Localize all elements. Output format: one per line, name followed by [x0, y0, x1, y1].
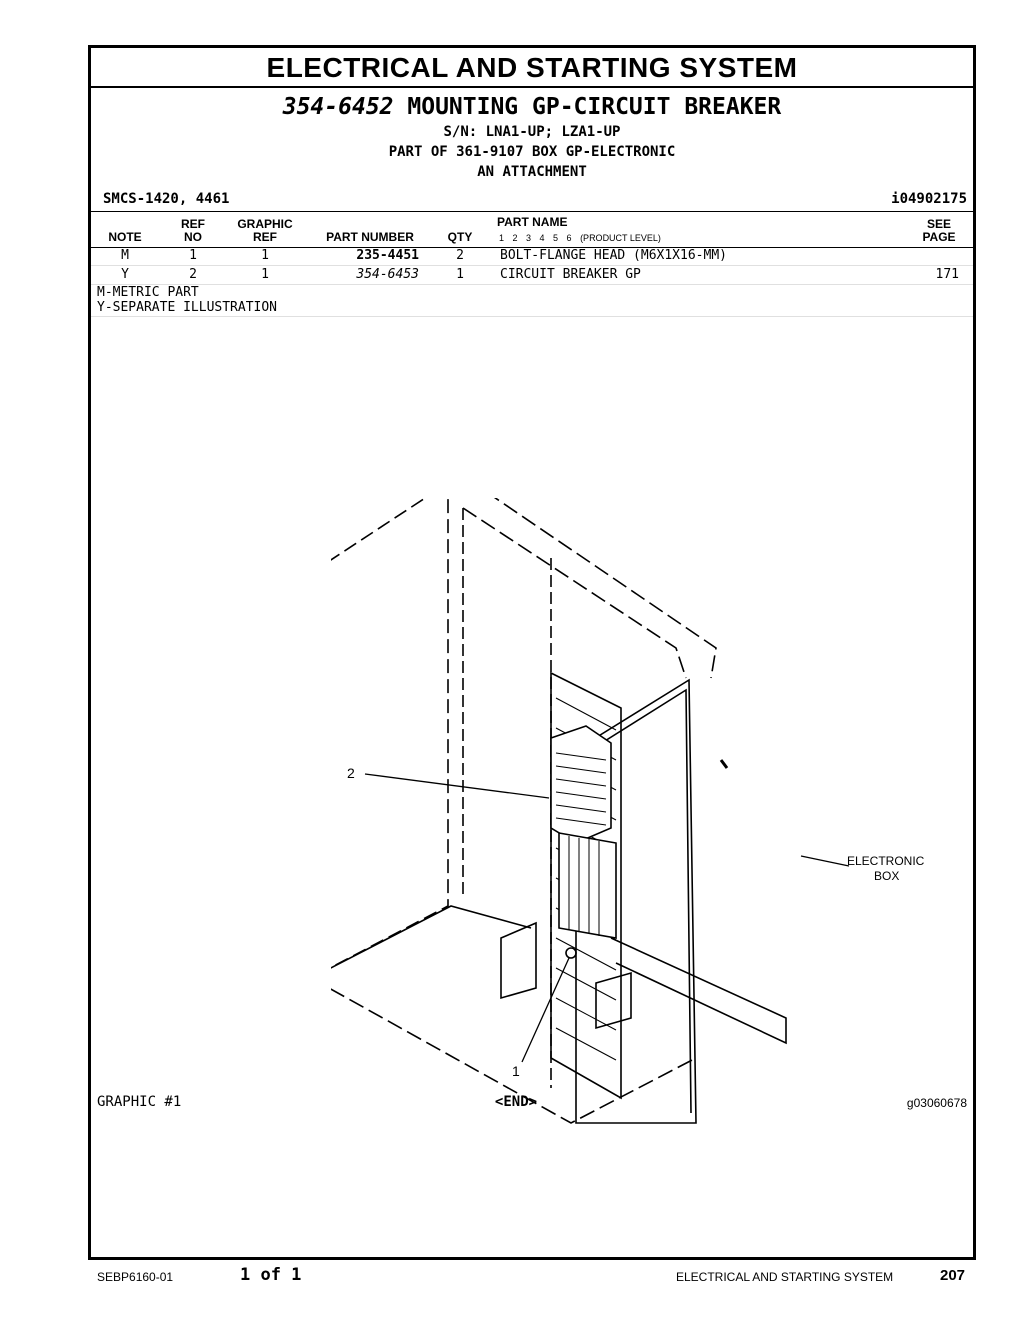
col-header-graphic-ref-line1: GRAPHIC — [237, 217, 293, 231]
group-name: MOUNTING GP-CIRCUIT BREAKER — [407, 94, 782, 120]
cell-graphic-ref: 1 — [261, 248, 269, 263]
col-header-see-page: SEE PAGE — [909, 218, 969, 244]
col-header-graphic-ref: GRAPHIC REF — [223, 218, 307, 244]
box-left-panel — [331, 498, 449, 969]
column-header-divider — [91, 247, 973, 248]
col-header-note: NOTE — [108, 230, 142, 244]
footer-page-number: 207 — [940, 1267, 966, 1284]
notes-divider — [91, 316, 973, 317]
electronic-box-label-line1: ELECTRONIC — [847, 854, 925, 868]
cross-rail — [610, 937, 787, 1045]
serial-numbers: S/N: LNA1-UP; LZA1-UP — [443, 124, 621, 140]
box-back-inner-edge — [462, 507, 687, 679]
section-title: ELECTRICAL AND STARTING SYSTEM — [266, 52, 798, 83]
part-of-line: PART OF 361-9107 BOX GP-ELECTRONIC — [388, 144, 676, 160]
table-row: Y 2 1 354-6453 1 CIRCUIT BREAKER GP 171 — [91, 266, 973, 285]
box-right-door — [575, 678, 697, 1124]
box-top-edge — [493, 498, 717, 679]
circuit-breaker-block — [550, 725, 612, 844]
footer-section-name: ELECTRICAL AND STARTING SYSTEM — [676, 1270, 894, 1284]
graphic-number: g03060678 — [906, 1096, 967, 1110]
col-header-qty: QTY — [447, 230, 473, 244]
cell-ref-no: 2 — [189, 267, 197, 282]
door-inner-edge — [580, 688, 692, 1114]
cell-qty: 1 — [456, 267, 464, 282]
leader-line-1 — [521, 957, 570, 1063]
leader-line-box — [800, 855, 850, 867]
footer-doc-number: SEBP6160-01 — [97, 1270, 174, 1284]
group-number: 354-6452 — [282, 94, 394, 120]
cell-ref-no: 1 — [189, 248, 197, 263]
cell-note: Y — [121, 267, 129, 282]
door-slot — [719, 759, 729, 769]
title-bar: ELECTRICAL AND STARTING SYSTEM — [91, 48, 973, 88]
col-header-ref-no-line2: NO — [184, 230, 202, 244]
smcs-code: SMCS-1420, 4461 — [103, 191, 230, 207]
footer-page-of: 1 of 1 — [240, 1265, 302, 1285]
page-frame: ELECTRICAL AND STARTING SYSTEM 354-6452 … — [88, 45, 976, 1260]
col-header-see-page-line2: PAGE — [922, 230, 956, 244]
cell-part-number-link[interactable]: 354-6453 — [356, 267, 419, 282]
note-separate-illustration: Y-SEPARATE ILLUSTRATION — [97, 300, 278, 315]
box-floor-front — [331, 905, 532, 969]
group-title: 354-6452 MOUNTING GP-CIRCUIT BREAKER — [91, 94, 973, 120]
end-marker: <END> — [494, 1094, 538, 1110]
box-floor — [331, 988, 697, 1124]
col-header-levels: 1 2 3 4 5 6 (PRODUCT LEVEL) — [499, 233, 661, 243]
col-header-part-number: PART NUMBER — [326, 230, 414, 244]
cell-part-number: 235-4451 — [356, 248, 419, 263]
cell-graphic-ref: 1 — [261, 267, 269, 282]
illustration-id: i04902175 — [891, 191, 967, 207]
col-header-graphic-ref-line2: REF — [253, 230, 277, 244]
bracket-left — [500, 921, 537, 1000]
cell-part-name: BOLT-FLANGE HEAD (M6X1X16-MM) — [500, 248, 727, 263]
din-rail — [550, 671, 622, 1100]
col-header-ref-no-line1: REF — [181, 217, 205, 231]
table-row: M 1 1 235-4451 2 BOLT-FLANGE HEAD (M6X1X… — [91, 247, 973, 266]
notes-block: M-METRIC PART Y-SEPARATE ILLUSTRATION — [97, 285, 967, 315]
bolt — [565, 947, 577, 959]
col-header-see-page-line1: SEE — [926, 217, 951, 231]
cell-note: M — [121, 248, 129, 263]
callout-2: 2 — [347, 765, 355, 781]
exploded-view-illustration: 2 1 ELECTRONIC BOX — [331, 498, 925, 1124]
leader-line-2 — [364, 773, 550, 799]
product-level-label: (PRODUCT LEVEL) — [580, 233, 661, 243]
electronic-box-label-line2: BOX — [874, 869, 899, 883]
callout-1: 1 — [512, 1063, 520, 1079]
graphic-label: GRAPHIC #1 — [97, 1094, 182, 1110]
cell-qty: 2 — [456, 248, 464, 263]
note-metric: M-METRIC PART — [97, 285, 199, 300]
cell-part-name: CIRCUIT BREAKER GP — [500, 267, 641, 282]
bracket-right — [595, 971, 632, 1030]
col-header-ref-no: REF NO — [165, 218, 221, 244]
level-numbers: 1 2 3 4 5 6 — [499, 233, 572, 243]
attachment-line: AN ATTACHMENT — [477, 164, 587, 180]
col-header-part-name: PART NAME — [497, 215, 568, 229]
header-divider — [91, 211, 973, 212]
terminal-block — [558, 832, 617, 939]
cell-see-page-link[interactable]: 171 — [935, 267, 959, 282]
